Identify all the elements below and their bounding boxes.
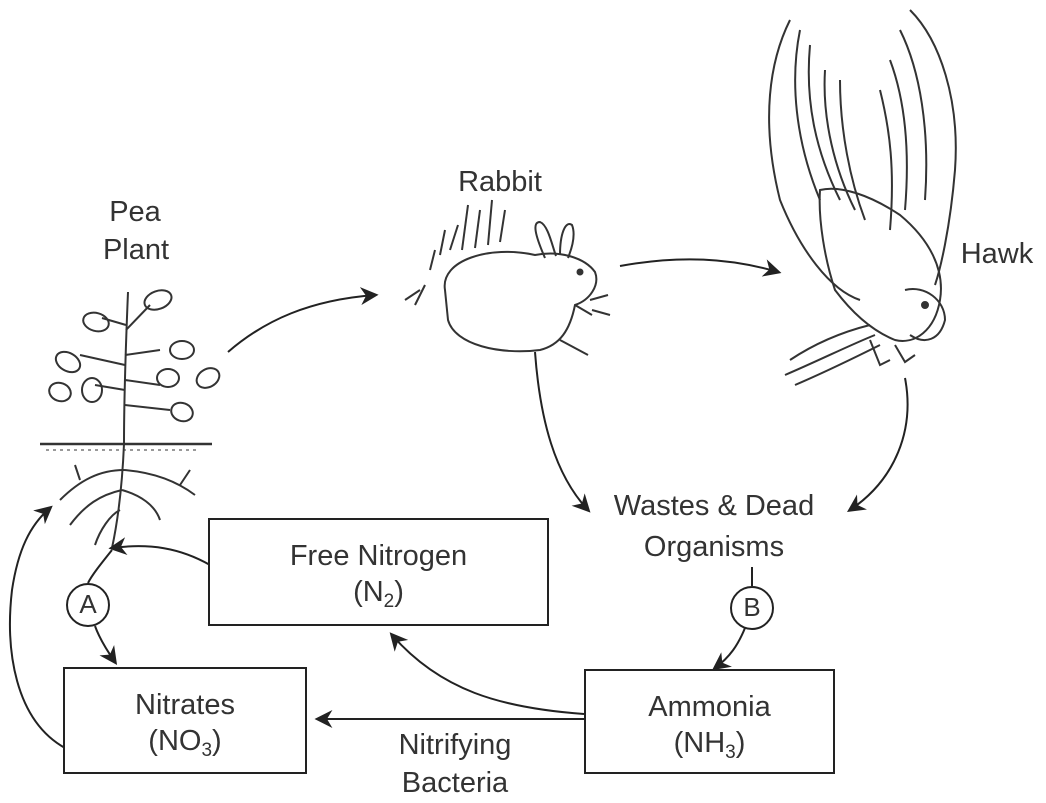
free-nitrogen-box: Free Nitrogen (N2) [208, 518, 549, 626]
nitrates-name: Nitrates [65, 687, 305, 723]
arrow-rabbit-to-wastes [535, 352, 588, 510]
wastes-label-line1: Wastes & Dead [583, 489, 845, 523]
pea-plant-illustration [40, 287, 223, 548]
hawk-label: Hawk [950, 237, 1044, 271]
ammonia-name: Ammonia [586, 689, 833, 725]
arrow-plant-to-a [88, 550, 112, 583]
marker-a: A [66, 583, 110, 627]
arrow-b-to-ammonia [715, 628, 745, 668]
arrow-ammonia-to-free-nitrogen [392, 635, 584, 714]
ammonia-box: Ammonia (NH3) [584, 669, 835, 774]
nitrifying-label-line2: Bacteria [360, 766, 550, 800]
nitrates-formula: (NO3) [65, 723, 305, 759]
marker-b: B [730, 586, 774, 630]
hawk-illustration [769, 10, 956, 385]
wastes-label-line2: Organisms [583, 530, 845, 564]
rabbit-label: Rabbit [440, 165, 560, 199]
free-nitrogen-name: Free Nitrogen [210, 538, 547, 574]
arrow-a-to-nitrates [95, 626, 115, 662]
arrow-rabbit-to-hawk [620, 259, 778, 272]
rabbit-illustration [405, 200, 610, 355]
arrow-hawk-to-wastes [850, 378, 908, 510]
plant-label: Plant [88, 233, 184, 267]
arrow-free-nitrogen-to-plant [112, 546, 210, 565]
free-nitrogen-formula: (N2) [210, 574, 547, 610]
nitrifying-label-line1: Nitrifying [360, 728, 550, 762]
nitrates-box: Nitrates (NO3) [63, 667, 307, 774]
ammonia-formula: (NH3) [586, 725, 833, 761]
arrow-plant-to-rabbit [228, 295, 375, 352]
arrow-nitrates-to-plant [10, 508, 65, 748]
pea-label: Pea [95, 195, 175, 229]
